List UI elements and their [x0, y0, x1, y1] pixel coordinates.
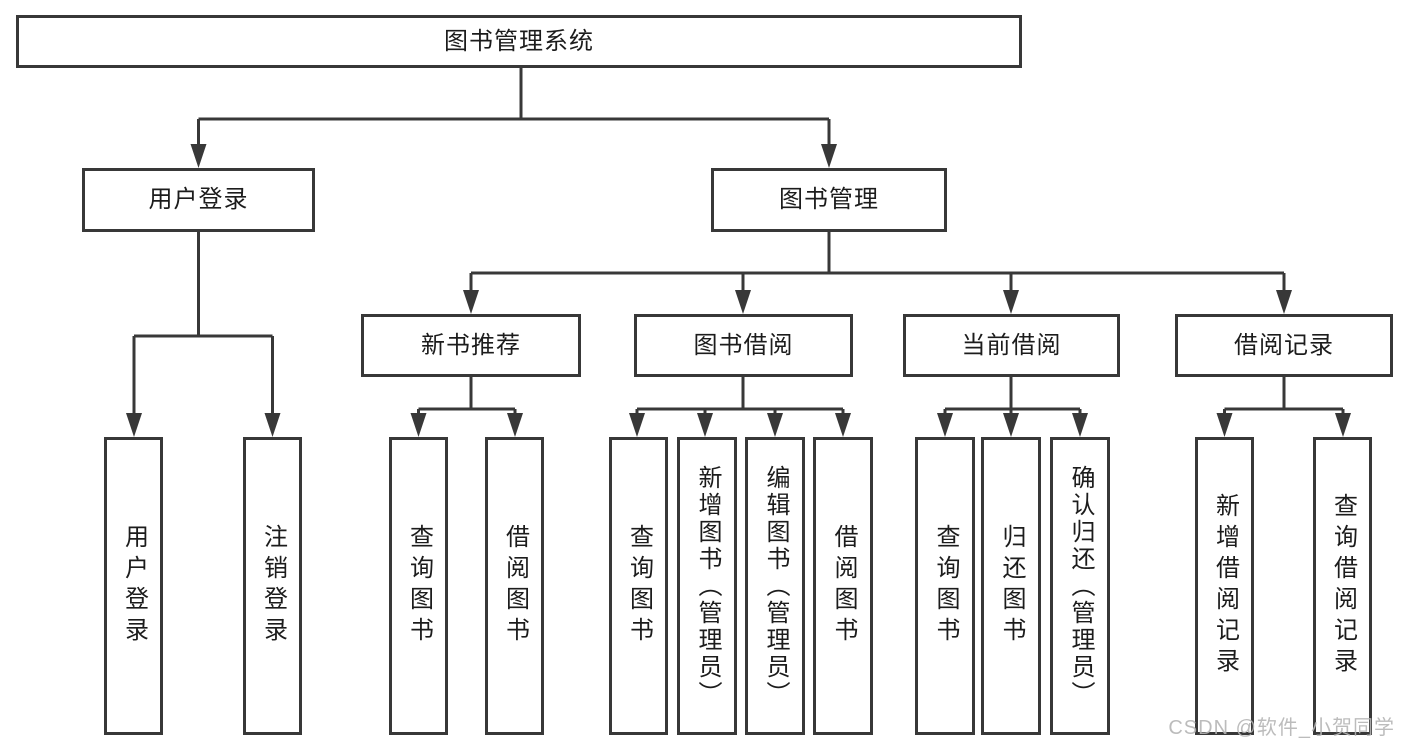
leaf-edit-books-admin: 编辑图书（管理员）	[745, 437, 805, 735]
leaf-label: 查询图书	[405, 524, 433, 648]
leaf-label: 新增借阅记录	[1211, 493, 1239, 679]
leaf-label: 编辑图书（管理员）	[762, 464, 789, 708]
leaf-query-books-borrow: 查询图书	[609, 437, 668, 735]
leaf-confirm-return-admin: 确认归还（管理员）	[1050, 437, 1110, 735]
node-user-login: 用户登录	[82, 168, 315, 232]
leaf-query-books-recommend: 查询图书	[389, 437, 448, 735]
node-borrow-records: 借阅记录	[1175, 314, 1393, 377]
node-current-borrow: 当前借阅	[903, 314, 1120, 377]
csdn-watermark: CSDN @软件_小贺同学	[1168, 717, 1395, 739]
leaf-label: 借阅图书	[830, 524, 857, 648]
node-label: 当前借阅	[961, 331, 1062, 359]
leaf-add-borrow-record: 新增借阅记录	[1195, 437, 1254, 735]
node-library-management-system: 图书管理系统	[16, 15, 1022, 68]
node-new-book-recommend: 新书推荐	[361, 314, 581, 377]
leaf-borrow-books-recommend: 借阅图书	[485, 437, 544, 735]
node-book-borrow: 图书借阅	[634, 314, 853, 377]
leaf-label: 借阅图书	[501, 524, 529, 648]
leaf-label: 查询借阅记录	[1329, 493, 1357, 679]
leaf-label: 查询图书	[625, 524, 653, 648]
leaf-label: 归还图书	[998, 524, 1025, 648]
node-label: 用户登录	[148, 186, 249, 213]
node-book-management: 图书管理	[711, 168, 947, 232]
leaf-label: 用户登录	[120, 524, 148, 648]
leaf-label: 注销登录	[259, 524, 287, 648]
node-label: 图书借阅	[693, 331, 794, 359]
leaf-add-books-admin: 新增图书（管理员）	[677, 437, 737, 735]
leaf-user-login: 用户登录	[104, 437, 163, 735]
leaf-query-books-current: 查询图书	[915, 437, 975, 735]
node-label: 借阅记录	[1234, 331, 1334, 359]
node-label: 新书推荐	[421, 331, 521, 359]
leaf-label: 新增图书（管理员）	[694, 464, 721, 708]
node-label: 图书管理	[779, 186, 879, 213]
leaf-label: 查询图书	[932, 524, 959, 648]
leaf-return-books: 归还图书	[981, 437, 1041, 735]
leaf-label: 确认归还（管理员）	[1067, 464, 1094, 708]
leaf-borrow-books: 借阅图书	[813, 437, 873, 735]
leaf-logout: 注销登录	[243, 437, 302, 735]
leaf-query-borrow-record: 查询借阅记录	[1313, 437, 1372, 735]
node-label: 图书管理系统	[444, 27, 594, 55]
